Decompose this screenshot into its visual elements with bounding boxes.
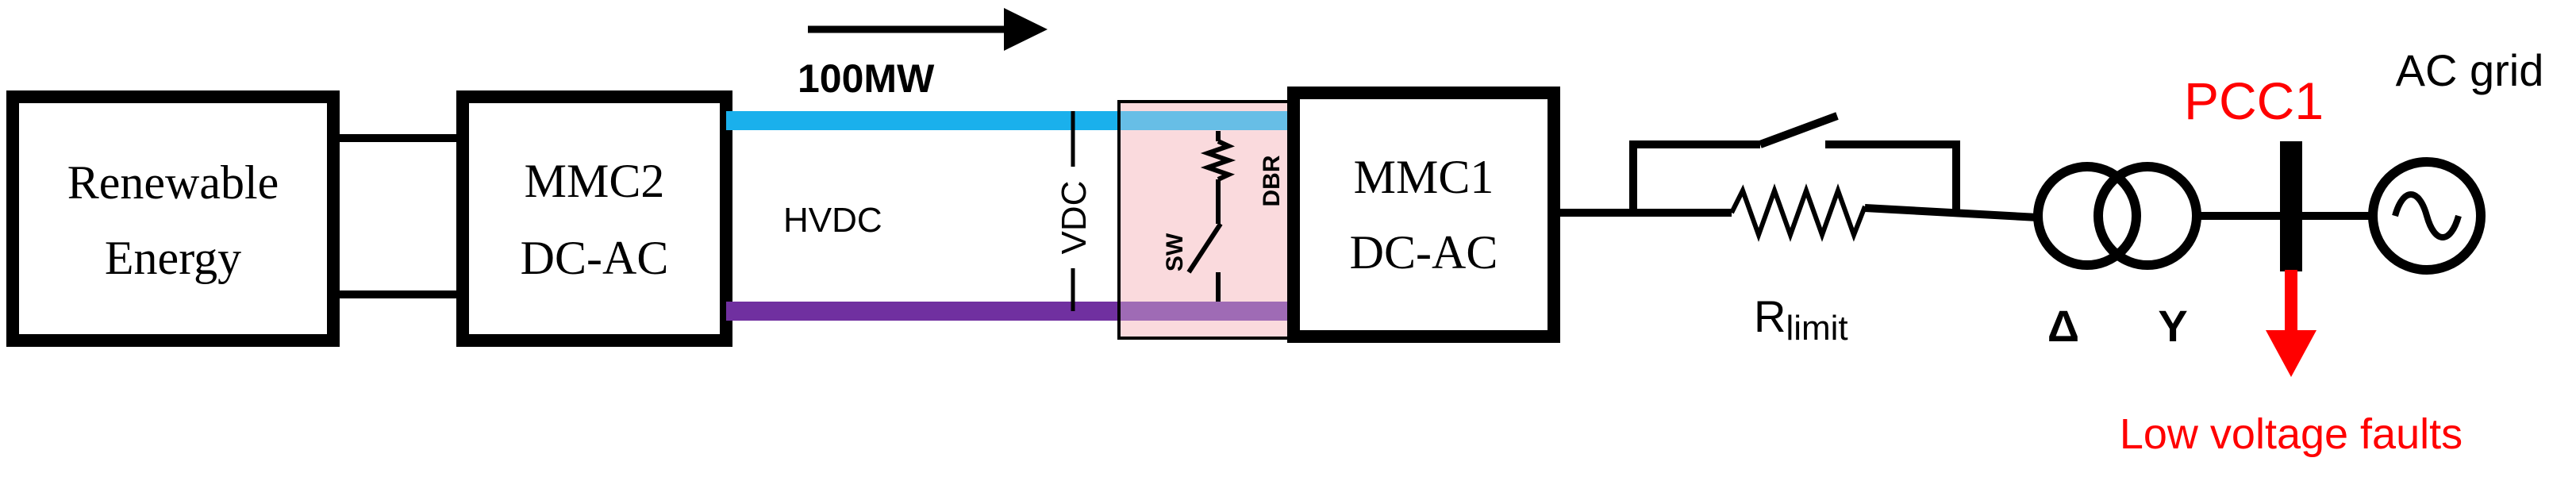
pcc-label: PCC1: [2184, 71, 2324, 130]
renewable-label-line2: Energy: [105, 232, 241, 284]
mmc1-block: MMC1 DC-AC: [1287, 87, 1560, 343]
ac-grid-label: AC grid: [2396, 45, 2544, 95]
mmc2-block: MMC2 DC-AC: [456, 90, 732, 347]
dbr-label: DBR: [1259, 155, 1285, 206]
fault-label: Low voltage faults: [2120, 410, 2463, 458]
vdc-label: VDC: [1055, 181, 1094, 255]
dbr-resistor: [1200, 139, 1236, 182]
mmc2-label-line1: MMC2: [525, 155, 665, 207]
rlimit-output-line: [1864, 204, 2039, 221]
transformer-primary-label: Δ: [2047, 301, 2079, 351]
vdc-measurement: VDC: [1055, 111, 1094, 311]
renewable-energy-block: Renewable Energy: [6, 90, 340, 347]
rlimit-resistor: [1729, 183, 1867, 242]
mmc2-label-line2: DC-AC: [521, 232, 669, 284]
ac-grid-source: [2368, 157, 2486, 275]
fault-arrow: [2266, 270, 2316, 377]
transformer: [2033, 162, 2201, 270]
mmc1-label-line2: DC-AC: [1350, 226, 1498, 279]
sine-wave-icon: [2392, 191, 2462, 240]
power-flow-arrow: [808, 8, 1048, 51]
chopper-switch: [1186, 222, 1223, 274]
power-flow-label: 100MW: [798, 56, 935, 101]
sw-label: SW: [1162, 233, 1188, 271]
hvdc-label: HVDC: [783, 201, 882, 240]
bypass-breaker: [1629, 112, 1960, 213]
breaker-contact: [1759, 112, 1839, 148]
rlimit-label: Rlimit: [1754, 291, 1848, 348]
renewable-label-line1: Renewable: [67, 156, 279, 209]
mmc1-label-line1: MMC1: [1354, 151, 1494, 203]
transformer-secondary-label: Y: [2158, 301, 2187, 351]
